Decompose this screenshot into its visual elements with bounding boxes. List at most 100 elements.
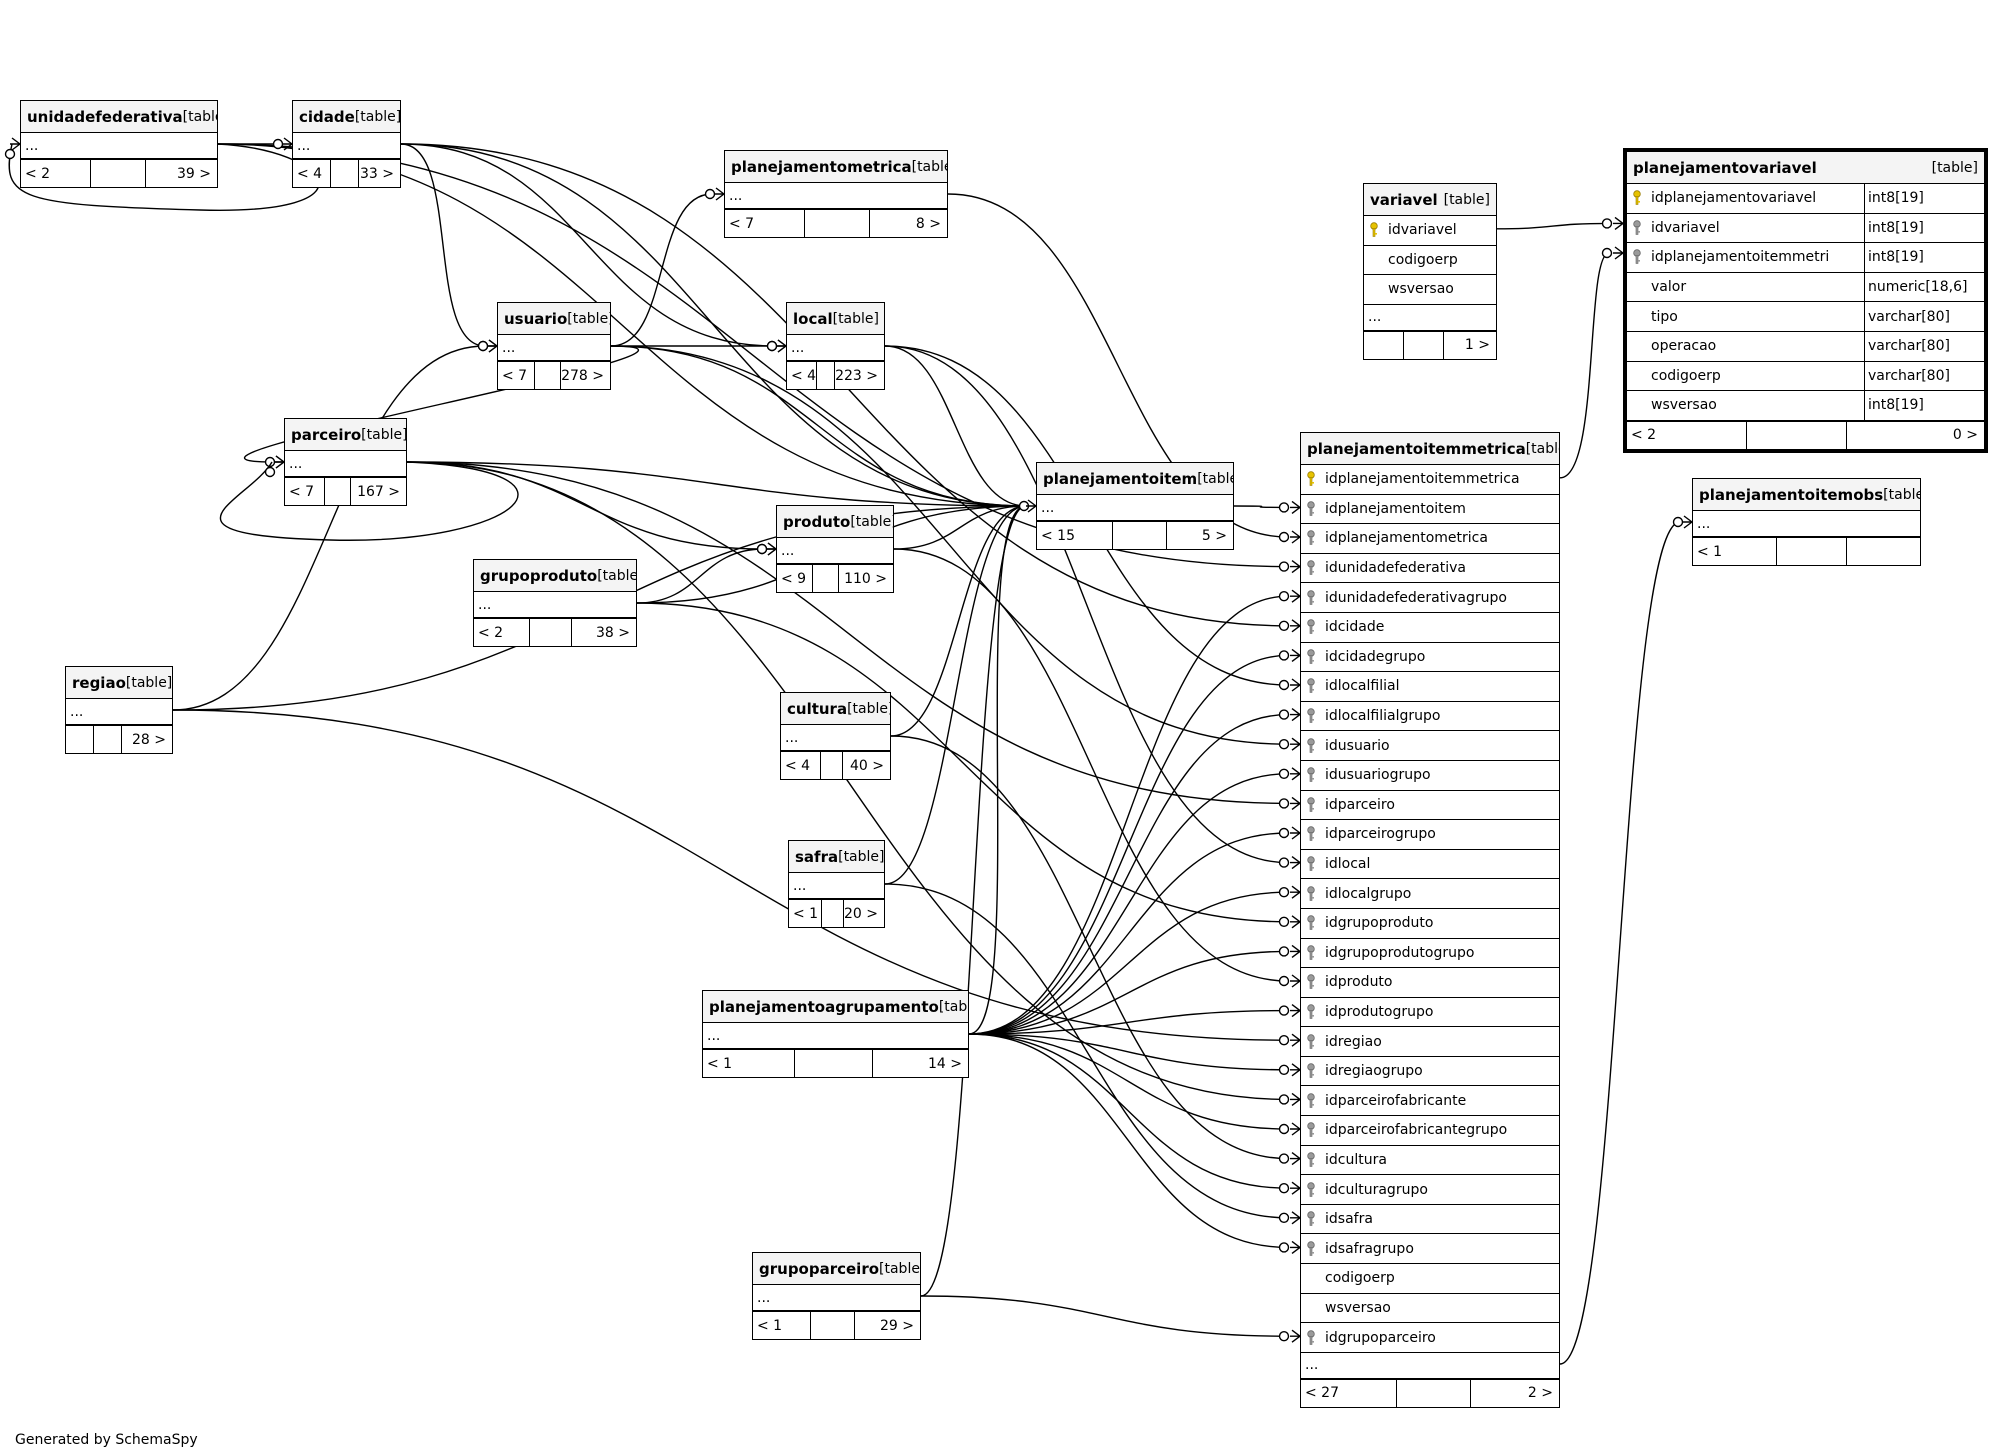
column-row[interactable]: idplanejamentoitem	[1301, 495, 1559, 525]
more-columns[interactable]: ...	[787, 335, 884, 361]
column-row[interactable]: wsversao	[1301, 1294, 1559, 1324]
table-planejamentoitem[interactable]: planejamentoitem[table]...< 155 >	[1036, 462, 1234, 550]
more-columns[interactable]: ...	[474, 592, 636, 618]
table-header[interactable]: planejamentometrica[table]	[725, 151, 947, 183]
column-row[interactable]: idcidade	[1301, 613, 1559, 643]
child-count[interactable]: 40 >	[850, 757, 884, 774]
parent-count[interactable]: < 4	[787, 362, 818, 389]
column-row[interactable]: idplanejamentometrica	[1301, 524, 1559, 554]
child-count[interactable]: 5 >	[1201, 527, 1227, 544]
table-header[interactable]: regiao[table]	[66, 667, 172, 699]
table-unidadefederativa[interactable]: unidadefederativa[table]...< 239 >	[20, 100, 218, 188]
more-columns[interactable]: ...	[1037, 495, 1233, 521]
column-row[interactable]: idcultura	[1301, 1146, 1559, 1176]
column-row[interactable]: idculturagrupo	[1301, 1175, 1559, 1205]
more-columns[interactable]: ...	[498, 335, 610, 361]
table-grupoproduto[interactable]: grupoproduto[table]...< 238 >	[473, 559, 637, 647]
child-count[interactable]: 38 >	[596, 624, 630, 641]
column-row[interactable]: wsversao	[1364, 275, 1496, 305]
parent-count[interactable]: < 4	[781, 752, 821, 779]
more-columns[interactable]: ...	[789, 873, 884, 899]
parent-count[interactable]: < 4	[293, 160, 331, 187]
table-local[interactable]: local[table]...< 4 223 >	[786, 302, 885, 390]
child-count[interactable]: 20 >	[844, 905, 878, 922]
more-columns[interactable]: ...	[753, 1285, 920, 1311]
parent-count[interactable]: < 7	[498, 362, 536, 389]
column-row[interactable]: codigoerp	[1301, 1264, 1559, 1294]
table-header[interactable]: grupoparceiro[table]	[753, 1253, 920, 1285]
child-count[interactable]: 0 >	[1952, 427, 1978, 444]
more-columns[interactable]: ...	[1693, 511, 1920, 537]
parent-count[interactable]: < 2	[1627, 421, 1747, 449]
child-count[interactable]: 110 >	[844, 570, 887, 587]
column-row[interactable]: idsafra	[1301, 1205, 1559, 1235]
column-row[interactable]: idunidadefederativagrupo	[1301, 583, 1559, 613]
more-columns[interactable]: ...	[285, 451, 406, 477]
parent-count[interactable]: < 1	[703, 1050, 795, 1077]
column-row[interactable]: idparceirofabricantegrupo	[1301, 1116, 1559, 1146]
more-columns[interactable]: ...	[725, 183, 947, 209]
table-planejamentometrica[interactable]: planejamentometrica[table]...< 7 8 >	[724, 150, 948, 238]
parent-count[interactable]: < 1	[1693, 538, 1777, 565]
more-columns[interactable]: ...	[703, 1023, 968, 1049]
parent-count[interactable]: < 1	[753, 1312, 811, 1339]
table-header[interactable]: planejamentoitemobs[table]	[1693, 479, 1920, 511]
table-header[interactable]: safra[table]	[789, 841, 884, 873]
child-count[interactable]	[1847, 538, 1920, 565]
table-planejamentovariavel[interactable]: planejamentovariavel[table] idplanejament…	[1623, 148, 1988, 453]
child-count[interactable]: 223 >	[835, 367, 878, 384]
more-columns[interactable]: ...	[1364, 305, 1496, 331]
column-row[interactable]: idparceiro	[1301, 791, 1559, 821]
column-row[interactable]: idprodutogrupo	[1301, 998, 1559, 1028]
more-columns[interactable]: ...	[66, 699, 172, 725]
parent-count[interactable]: < 27	[1301, 1379, 1397, 1407]
column-row[interactable]: idcidadegrupo	[1301, 643, 1559, 673]
child-count[interactable]: 14 >	[928, 1055, 962, 1072]
column-row[interactable]: codigoerp	[1364, 246, 1496, 276]
parent-count[interactable]	[1364, 331, 1404, 359]
parent-count[interactable]: < 7	[285, 478, 325, 505]
child-count[interactable]: 278 >	[561, 367, 604, 384]
table-header[interactable]: planejamentoitemmetrica[table]	[1301, 433, 1559, 465]
column-row[interactable]: idplanejamentoitemmetrica	[1301, 465, 1559, 495]
parent-count[interactable]: < 15	[1037, 522, 1113, 549]
table-header[interactable]: parceiro[table]	[285, 419, 406, 451]
parent-count[interactable]: < 2	[21, 160, 91, 187]
column-row[interactable]: idusuario	[1301, 731, 1559, 761]
table-header[interactable]: local[table]	[787, 303, 884, 335]
child-count[interactable]: 8 >	[915, 215, 941, 232]
column-row[interactable]: idparceirofabricante	[1301, 1086, 1559, 1117]
child-count[interactable]: 39 >	[177, 165, 211, 182]
column-row[interactable]: idproduto	[1301, 968, 1559, 998]
column-row[interactable]: idgrupoparceiro	[1301, 1323, 1559, 1353]
table-header[interactable]: cultura[table]	[781, 693, 890, 725]
parent-count[interactable]: < 9	[777, 565, 813, 592]
more-columns[interactable]: ...	[781, 725, 890, 751]
table-grupoparceiro[interactable]: grupoparceiro[table]...< 129 >	[752, 1252, 921, 1340]
column-row[interactable]: idvariavel	[1364, 216, 1496, 246]
table-header[interactable]: planejamentovariavel[table]	[1627, 152, 1984, 184]
table-planejamentoitemobs[interactable]: planejamentoitemobs[table]...< 1	[1692, 478, 1921, 566]
table-regiao[interactable]: regiao[table]...28 >	[65, 666, 173, 754]
table-header[interactable]: unidadefederativa[table]	[21, 101, 217, 133]
column-row[interactable]: idlocalfilialgrupo	[1301, 702, 1559, 732]
table-header[interactable]: variavel[table]	[1364, 184, 1496, 216]
parent-count[interactable]: < 7	[725, 210, 805, 237]
child-count[interactable]: 1 >	[1464, 337, 1490, 354]
more-columns[interactable]: ...	[293, 133, 400, 159]
more-columns[interactable]: ...	[1301, 1353, 1559, 1379]
table-header[interactable]: cidade[table]	[293, 101, 400, 133]
